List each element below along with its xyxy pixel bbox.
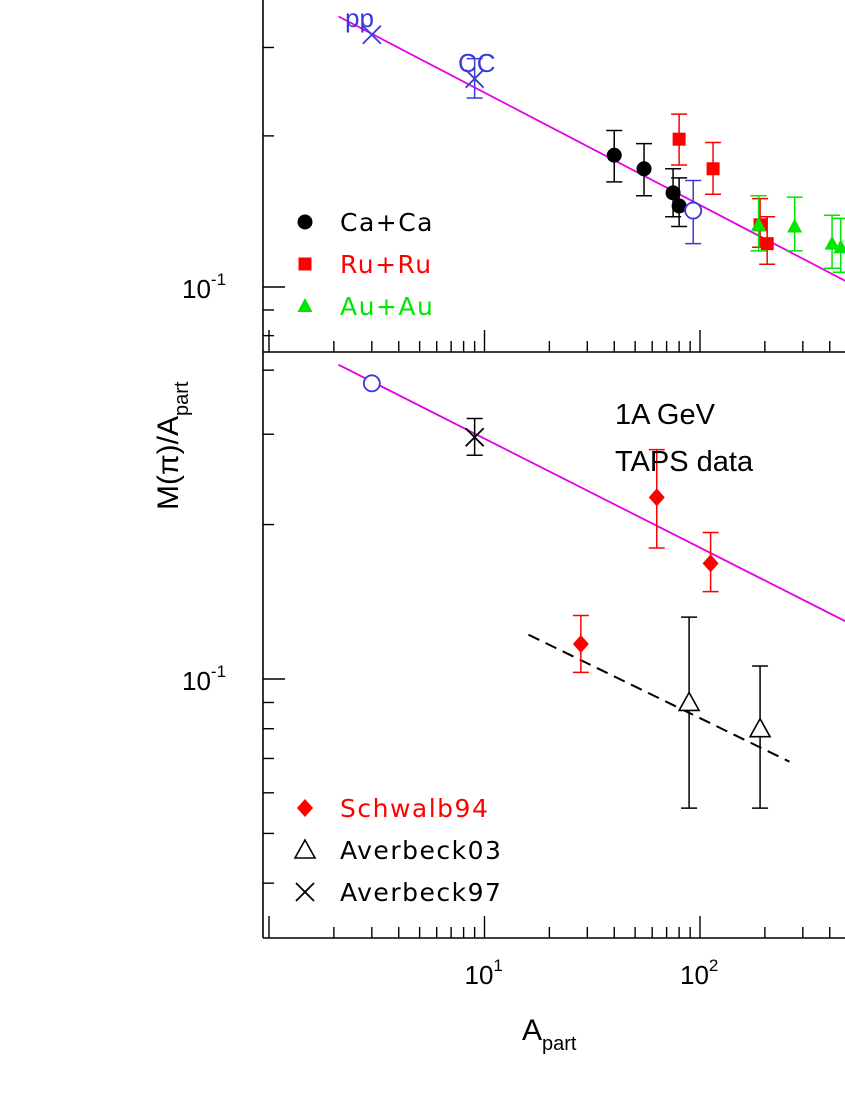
annotation-bottom-0: 1A GeV (615, 399, 716, 431)
y-tick-label-bottom: 10-1 (182, 662, 226, 696)
annotation-bottom-1: TAPS data (615, 446, 754, 478)
fit-line-top-solid (338, 15, 845, 282)
point-au-au (833, 239, 845, 254)
marker-open-triangle (748, 717, 772, 738)
y-tick-label-top: 10-1 (182, 270, 226, 304)
legend-label-ru-ru: Ru+Ru (340, 250, 433, 279)
point-cc (465, 69, 485, 89)
x-tick-label-exp: 2 (709, 956, 718, 975)
point-ca-ca (636, 161, 652, 177)
legend-marker-averbeck03 (293, 838, 317, 859)
marker-circle (297, 214, 313, 230)
point-unlabeled (362, 374, 381, 393)
marker-diamond (648, 488, 665, 507)
fit-line-bottom-solid (338, 363, 845, 623)
x-tick-label: 101 (465, 956, 503, 990)
marker-open-triangle (677, 690, 701, 712)
marker-square (760, 237, 774, 251)
point-au-au (751, 216, 767, 231)
marker-circle (606, 147, 622, 163)
point-ca-ca (671, 198, 687, 214)
annotation-top-1: CC (458, 48, 496, 78)
marker-diamond (572, 635, 589, 654)
point-averbeck03 (677, 690, 701, 712)
point-schwalb94 (572, 635, 589, 654)
marker-triangle (751, 216, 767, 231)
marker-open-circle (684, 201, 703, 220)
legend-marker-ru-ru (298, 257, 312, 271)
legend-marker-averbeck97 (295, 882, 315, 902)
marker-diamond (297, 799, 313, 817)
marker-square (706, 162, 720, 176)
y-tick-label-base: 10 (182, 274, 211, 304)
marker-open-circle (362, 374, 381, 393)
y-tick-label-base: 10 (182, 666, 211, 696)
marker-cross-b (465, 69, 485, 89)
marker-cross-b (362, 25, 382, 45)
point-averbeck03 (748, 717, 772, 738)
marker-open-triangle (293, 838, 317, 859)
marker-triangle (833, 239, 845, 254)
marker-diamond (702, 554, 719, 573)
legend-label-schwalb94: Schwalb94 (340, 794, 489, 823)
marker-triangle (297, 298, 313, 312)
marker-circle (636, 161, 652, 177)
point-ca-ca (606, 147, 622, 163)
panel-frames (262, 0, 845, 939)
data-marks (362, 25, 845, 809)
point-schwalb94 (702, 554, 719, 573)
point-ru-ru (760, 237, 774, 251)
point-ru-ru (706, 162, 720, 176)
marker-cross-b (465, 427, 485, 447)
annotation-top-0: pp (345, 3, 374, 33)
x-tick-label: 102 (680, 956, 718, 990)
point-averbeck97 (465, 427, 485, 447)
point-au-au (787, 218, 803, 233)
legend-marker-au-au (297, 298, 313, 312)
x-tick-label-exp: 1 (493, 956, 502, 975)
point-au-au (824, 235, 840, 250)
legends: Ca+CaRu+RuAu+AuSchwalb94Averbeck03Averbe… (293, 208, 502, 907)
point-unlabeled (684, 201, 703, 220)
fit-lines (338, 15, 845, 763)
point-ru-ru (672, 132, 686, 146)
legend-label-au-au: Au+Au (340, 292, 434, 321)
legend-marker-schwalb94 (297, 799, 313, 817)
legend-label-averbeck97: Averbeck97 (340, 878, 502, 907)
x-tick-label-base: 10 (680, 960, 709, 990)
marker-circle (665, 185, 681, 201)
marker-square (672, 132, 686, 146)
marker-circle (671, 198, 687, 214)
fit-line-bottom-dashed (528, 633, 790, 763)
y-tick-label-exp: -1 (211, 270, 226, 289)
point-pp (362, 25, 382, 45)
marker-square (298, 257, 312, 271)
legend-label-ca-ca: Ca+Ca (340, 208, 434, 237)
y-tick-label-exp: -1 (211, 662, 226, 681)
marker-triangle (824, 235, 840, 250)
legend-marker-ca-ca (297, 214, 313, 230)
marker-triangle (787, 218, 803, 233)
x-axis-title: Apart (522, 1014, 577, 1055)
x-tick-label-base: 10 (465, 960, 494, 990)
point-schwalb94 (648, 488, 665, 507)
legend-label-averbeck03: Averbeck03 (340, 836, 502, 865)
point-ca-ca (665, 185, 681, 201)
y-axis-title: M(π)/Apart (152, 381, 193, 510)
axis-titles: Apart M(π)/Apart (152, 381, 577, 1055)
marker-cross-b (295, 882, 315, 902)
